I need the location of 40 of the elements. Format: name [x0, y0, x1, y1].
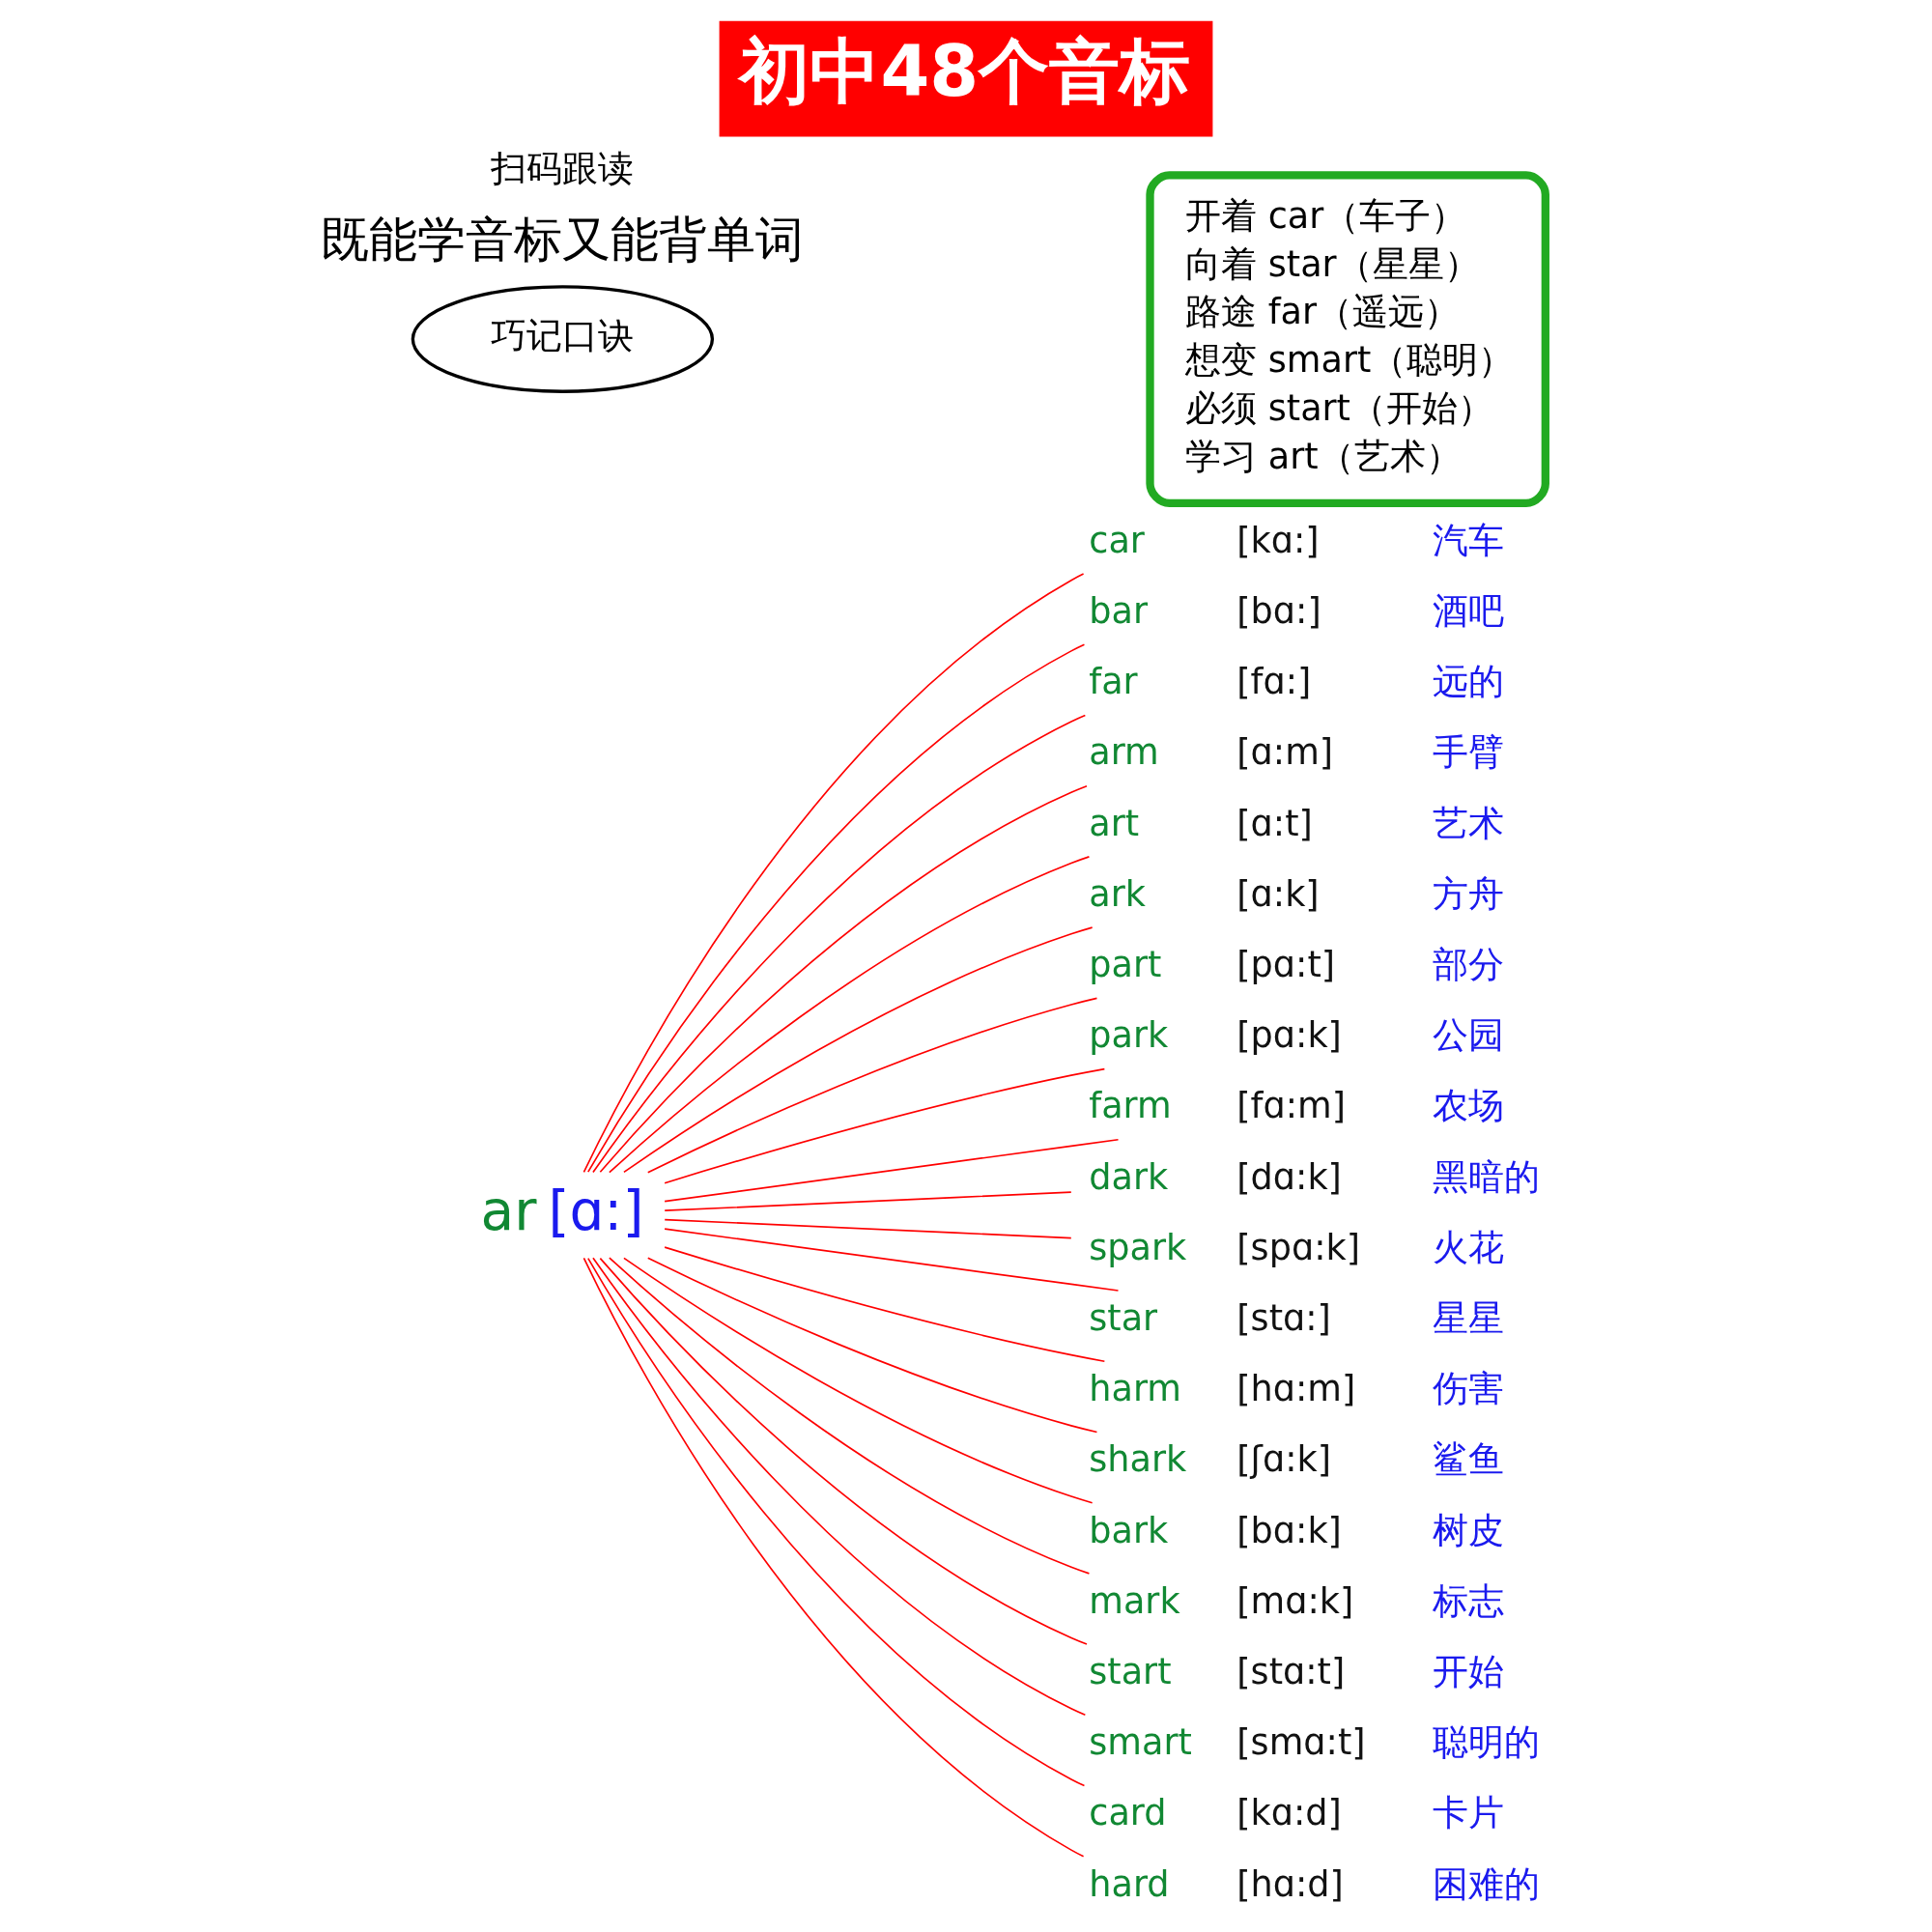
node-text: hard [hɑ:d] 困难的	[1089, 1862, 1541, 1905]
node-text: ar [ɑ:]	[480, 1179, 644, 1243]
node-text: ark [ɑ:k] 方舟	[1089, 872, 1505, 915]
node-text: art [ɑ:t] 艺术	[1089, 802, 1505, 844]
connector	[646, 1257, 1098, 1434]
connector	[623, 926, 1094, 1174]
connector	[623, 1257, 1094, 1504]
diagram-title: 初中48个音标	[739, 29, 1191, 112]
connector	[664, 1067, 1106, 1184]
node-text: spark [spɑ:k] 火花	[1089, 1226, 1505, 1268]
connector	[664, 1228, 1120, 1292]
node-text: far [fɑ:] 远的	[1089, 661, 1505, 703]
node-text: park [pɑ:k] 公园	[1089, 1014, 1505, 1057]
connector	[599, 784, 1088, 1173]
label: 既能学音标又能背单词	[321, 212, 805, 269]
node-text: card [kɑ:d] 卡片	[1089, 1792, 1505, 1834]
node-text: mark [mɑ:k] 标志	[1089, 1579, 1505, 1622]
node-text: part [pɑ:t] 部分	[1089, 943, 1505, 985]
label: 扫码跟读	[491, 148, 635, 190]
node-text: bar [bɑ:] 酒吧	[1089, 589, 1505, 632]
node-text: start [stɑ:t] 开始	[1089, 1651, 1505, 1693]
node-text: shark [ʃɑ:k] 鲨鱼	[1089, 1438, 1505, 1481]
connector	[664, 1218, 1072, 1239]
node-ellipse: 巧记口诀	[411, 285, 715, 393]
connector	[664, 1246, 1106, 1363]
connector	[646, 997, 1098, 1174]
node-text: arm [ɑ:m] 手臂	[1089, 731, 1505, 774]
connector	[609, 1257, 1091, 1575]
connector	[599, 1257, 1088, 1645]
node-text: star [stɑ:] 星星	[1089, 1297, 1505, 1340]
connector	[664, 1191, 1072, 1211]
connector	[664, 1138, 1120, 1203]
node-text: harm [hɑ:m] 伤害	[1089, 1368, 1505, 1410]
node-text: smart [smɑ:t] 聪明的	[1089, 1721, 1541, 1764]
node-text: bark [bɑ:k] 树皮	[1089, 1509, 1505, 1551]
node-text: farm [fɑ:m] 农场	[1089, 1085, 1505, 1127]
node-text: dark [dɑ:k] 黑暗的	[1089, 1155, 1541, 1198]
node-box: 开着 car（车子） 向着 star（星星） 路途 far（遥远） 想变 smart（聪明） 必须 start（开始） 学习 art（艺术）	[1146, 171, 1549, 507]
node-text: car [kɑ:] 汽车	[1089, 519, 1505, 561]
connector	[609, 856, 1091, 1174]
